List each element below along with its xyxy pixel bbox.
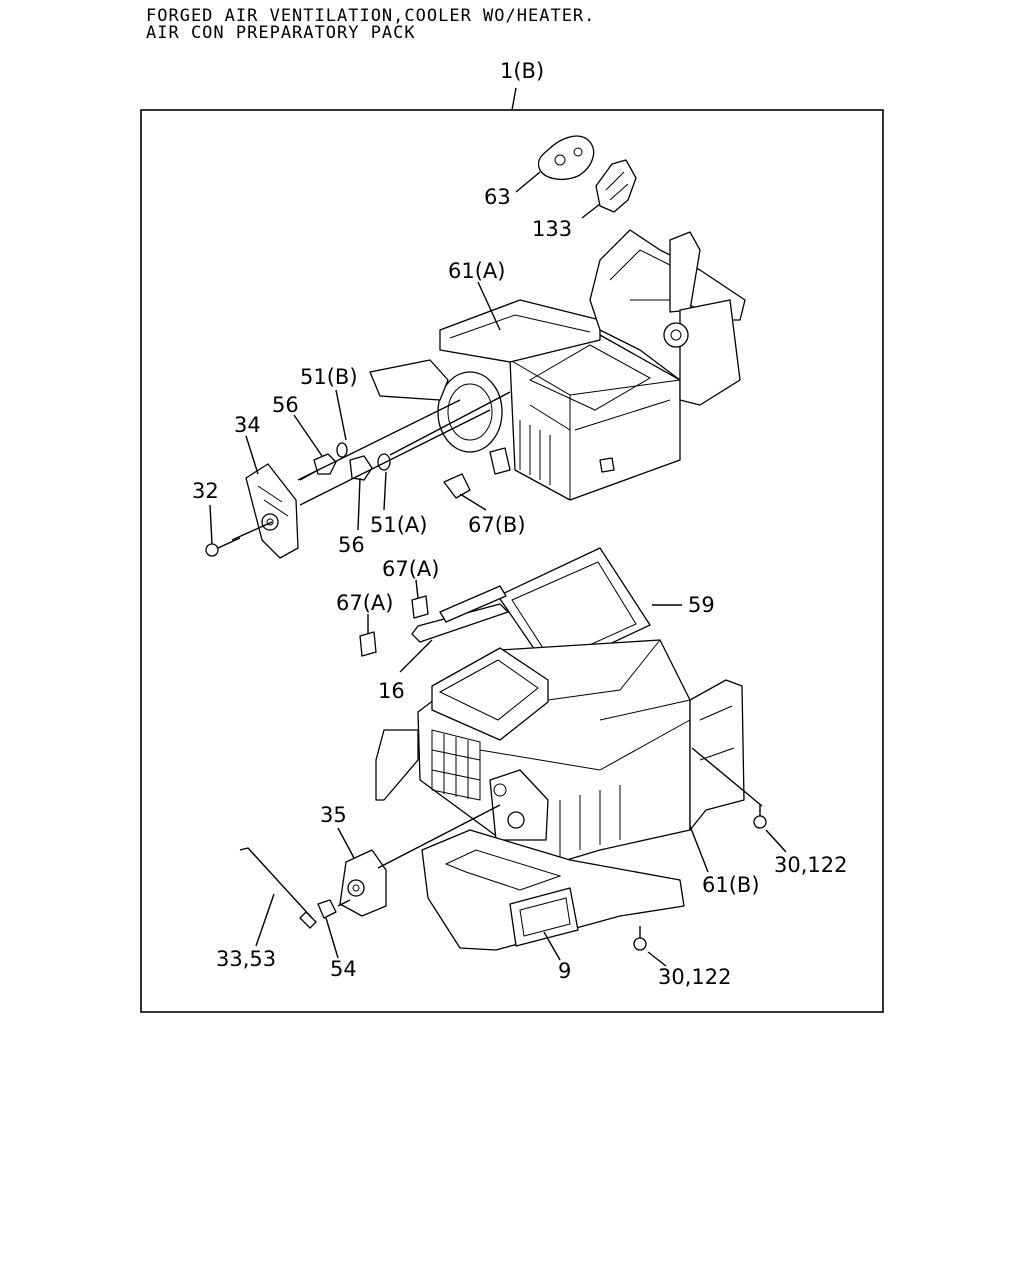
callout-61a: 61(A) <box>448 259 505 283</box>
callout-33-53: 33,53 <box>216 947 276 971</box>
callout-67a-upper: 67(A) <box>382 557 439 581</box>
assembly-leader <box>511 87 517 111</box>
diagram-title-line-1: FORGED AIR VENTILATION,COOLER WO/HEATER. <box>146 6 596 26</box>
lower-assembly-guide-lines <box>337 747 763 907</box>
part-61b-lower-case <box>375 639 745 869</box>
callout-51b: 51(B) <box>300 365 358 389</box>
callout-59: 59 <box>688 593 715 617</box>
part-133-bracket <box>595 159 637 213</box>
callout-61b: 61(B) <box>702 873 760 897</box>
part-67a-clip-lower <box>359 631 377 657</box>
part-67b-clip <box>443 473 471 499</box>
part-35-actuator <box>339 849 387 917</box>
part-34-link-lever <box>245 463 299 559</box>
callout-51a: 51(A) <box>370 513 427 537</box>
callout-35: 35 <box>320 803 347 827</box>
callout-63: 63 <box>484 185 511 209</box>
callout-9: 9 <box>558 959 571 983</box>
part-16-drain-hose <box>411 585 509 643</box>
part-30-122-screw-lower <box>633 926 647 951</box>
callout-34: 34 <box>234 413 261 437</box>
part-33-53-rod <box>239 847 317 929</box>
callout-56-lower: 56 <box>338 533 365 557</box>
part-63-gasket <box>537 135 595 181</box>
part-51b-ring <box>336 442 348 458</box>
callout-54: 54 <box>330 957 357 981</box>
leader-lines <box>209 171 787 967</box>
part-32-screw <box>205 537 241 557</box>
part-30-122-screw-right <box>753 804 767 829</box>
part-54-nut <box>317 899 337 919</box>
callout-56-upper: 56 <box>272 393 299 417</box>
callout-32: 32 <box>192 479 219 503</box>
assembly-label: 1(B) <box>500 59 544 83</box>
part-56-lever-lower <box>349 455 373 481</box>
part-51a-ring <box>377 453 391 471</box>
callout-16: 16 <box>378 679 405 703</box>
part-61a-upper-case <box>369 229 746 501</box>
upper-assembly-guide-lines <box>231 391 511 541</box>
callout-30-122-right: 30,122 <box>774 853 847 877</box>
callout-30-122-lower: 30,122 <box>658 965 731 989</box>
diagram-title-line-2: AIR CON PREPARATORY PACK <box>146 23 416 43</box>
callout-67a-lower: 67(A) <box>336 591 393 615</box>
callout-67b: 67(B) <box>468 513 526 537</box>
part-67a-clip-upper <box>411 595 429 619</box>
part-9-duct <box>421 829 685 951</box>
part-59-filter-frame <box>497 547 651 673</box>
callout-133: 133 <box>532 217 572 241</box>
